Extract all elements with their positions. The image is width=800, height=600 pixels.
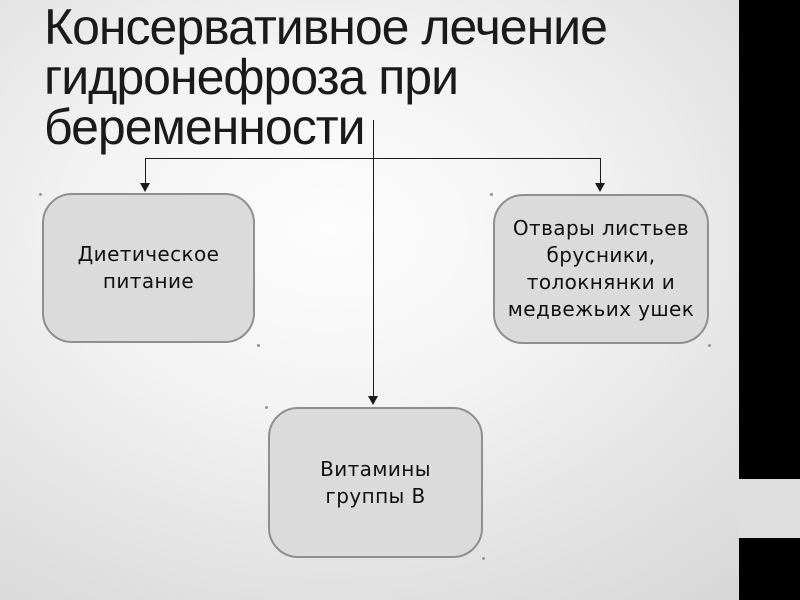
artifact-dot: [39, 193, 42, 196]
diagram-box-vitamins: Витамины группы В: [268, 407, 483, 558]
artifact-dot: [490, 193, 493, 196]
artifact-dot: [708, 344, 711, 347]
connector-right-drop: [600, 158, 601, 184]
arrowhead-left-icon: [140, 183, 150, 192]
arrowhead-bottom-icon: [368, 396, 378, 405]
right-bar-gray-strip: [739, 479, 800, 538]
diagram-box-diet-label: Диетическое питание: [77, 242, 220, 293]
artifact-dot: [482, 557, 485, 560]
connector-center-vertical: [373, 120, 374, 397]
diagram-box-decoctions-label: Отвары листьев брусники, толокнянки и ме…: [507, 216, 695, 321]
arrowhead-right-icon: [595, 183, 605, 192]
connector-left-drop: [145, 158, 146, 184]
diagram-box-diet: Диетическое питание: [42, 193, 255, 343]
diagram-box-vitamins-label: Витамины группы В: [320, 456, 431, 508]
artifact-dot: [265, 406, 268, 409]
connector-horizontal: [145, 158, 601, 159]
slide-title: Консервативное лечение гидронефроза при …: [44, 0, 608, 155]
diagram-box-decoctions: Отвары листьев брусники, толокнянки и ме…: [493, 194, 709, 344]
artifact-dot: [257, 344, 260, 347]
